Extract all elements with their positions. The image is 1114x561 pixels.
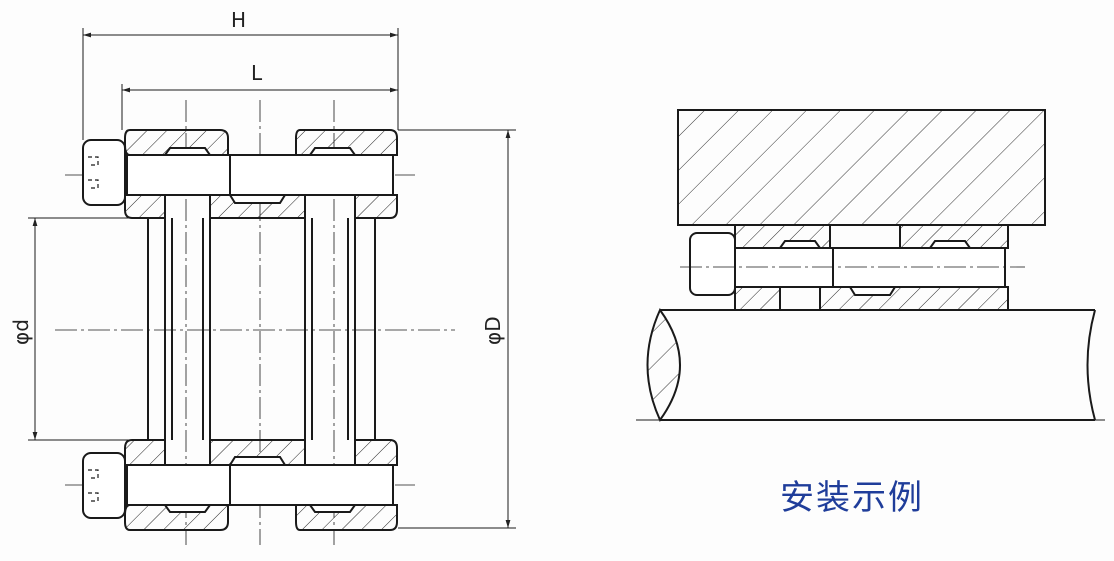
dimension-L: [121, 84, 398, 130]
label-H: H: [231, 8, 246, 32]
shaft: [636, 308, 1105, 422]
dimension-d: [28, 217, 150, 441]
locking-assembly: [680, 224, 1025, 311]
hub-block: [677, 109, 1046, 226]
installation-caption: 安装示例: [780, 478, 924, 518]
label-L: L: [251, 61, 263, 85]
label-D: φD: [481, 316, 505, 345]
bottom-ring-section: [82, 439, 398, 531]
dimension-D: [398, 129, 516, 529]
dimension-H: [82, 28, 399, 140]
label-d: φd: [9, 319, 33, 345]
section-view: [28, 28, 516, 545]
inner-sleeves: [147, 195, 376, 465]
top-ring-section: [82, 129, 398, 219]
installation-example: [636, 109, 1105, 422]
